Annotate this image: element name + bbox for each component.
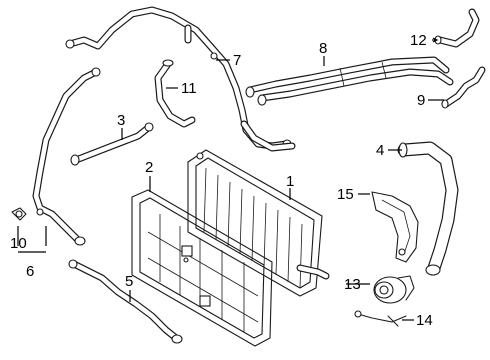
callout-3: 3 — [117, 112, 125, 129]
part-15-bracket — [371, 191, 419, 263]
callout-7: 7 — [233, 52, 241, 69]
leader-lines — [17, 37, 444, 321]
callout-14: 14 — [416, 312, 433, 329]
part-5-lower-hose — [68, 259, 183, 344]
callout-6: 6 — [26, 263, 34, 280]
callout-5: 5 — [125, 273, 133, 290]
part-13-pump — [373, 275, 415, 304]
part-14-clamp — [354, 310, 407, 327]
part-12-bent-hose — [434, 8, 480, 48]
part-8-pipe-assembly — [240, 56, 454, 152]
callout-9: 9 — [417, 92, 425, 109]
part-7-top-hose — [65, 6, 292, 150]
part-3-hose — [70, 122, 154, 166]
callout-labels: 1 2 3 4 5 6 7 8 9 10 11 12 13 14 15 — [10, 32, 433, 329]
part-1-radiator — [187, 149, 330, 297]
part-9-bent-hose — [441, 66, 486, 109]
part-10-fitting — [11, 207, 44, 221]
callout-1: 1 — [286, 173, 294, 190]
callout-15: 15 — [337, 186, 354, 203]
callout-12: 12 — [410, 32, 427, 49]
callout-13: 13 — [344, 276, 361, 293]
callout-8: 8 — [319, 40, 327, 57]
callout-11: 11 — [181, 80, 197, 97]
part-2-radiator-frame — [131, 189, 273, 347]
callout-4: 4 — [376, 142, 384, 159]
part-4-large-hose — [397, 141, 459, 276]
part-11-curved-hose — [154, 59, 196, 128]
callout-2: 2 — [145, 159, 153, 176]
callout-10: 10 — [10, 235, 27, 252]
part-6-long-hose — [32, 67, 101, 246]
